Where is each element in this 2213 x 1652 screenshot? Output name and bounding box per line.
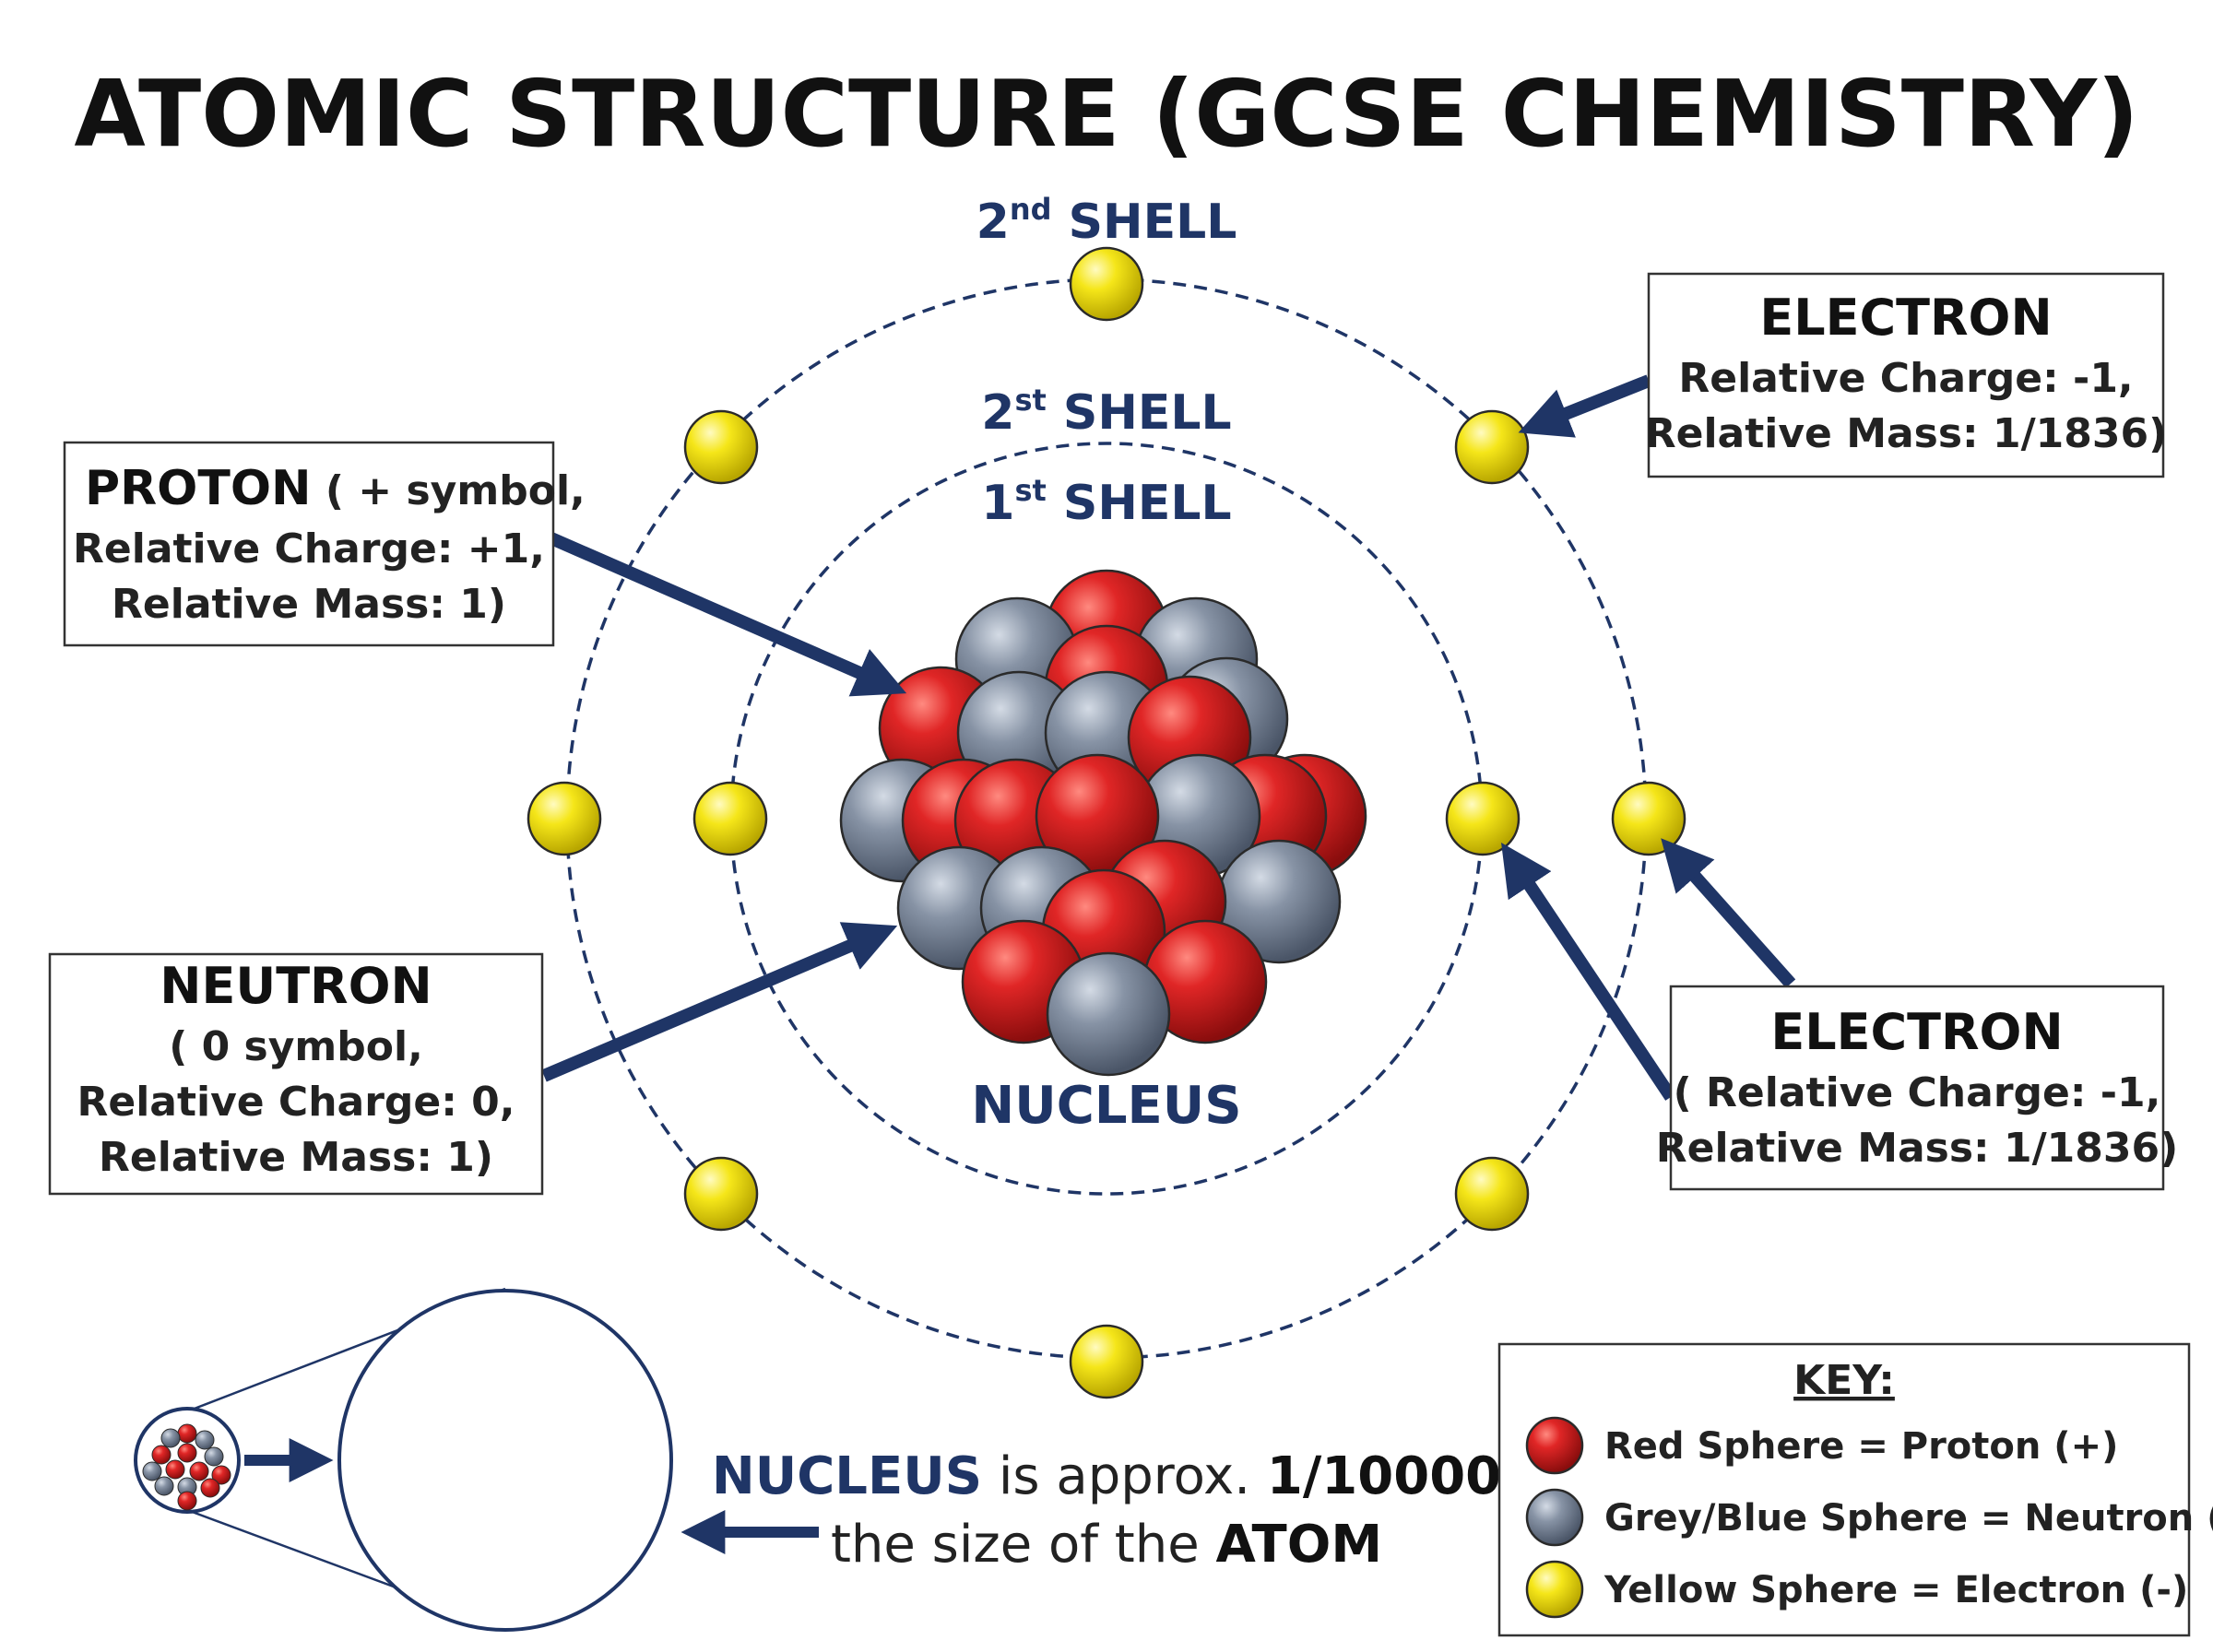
electron-info-box-bottom: ELECTRON ( Relative Charge: -1, Relative… [1656,985,2178,1191]
key-item-label: Yellow Sphere = Electron (-) [1604,1569,2188,1611]
electron-top-charge: Relative Charge: -1, [1678,355,2133,402]
neutron-sphere [1046,951,1171,1077]
mini-neutron-sphere [154,1476,174,1496]
electron-sphere [692,781,768,856]
proton-info-box: PROTON ( + symbol, Relative Charge: +1, … [63,441,586,647]
mini-neutron-sphere [195,1430,215,1450]
page-title: ATOMIC STRUCTURE (GCSE CHEMISTRY) [74,60,2138,168]
neutron-symbol: ( 0 symbol, [169,1023,423,1070]
electron-sphere [1445,781,1521,856]
middle-shell-label: 2st SHELL [981,383,1231,441]
mini-neutron-sphere [160,1428,181,1448]
nucleus [839,569,1367,1077]
proton-mass: Relative Mass: 1) [112,581,506,628]
electron-bottom-arrow-outer [1661,838,1796,988]
neutron-info-box: NEUTRON ( 0 symbol, Relative Charge: 0, … [48,952,544,1196]
scale-caption-line1: NUCLEUS is approx. 1/10000 [712,1446,1501,1506]
key-box: KEY: Red Sphere = Proton (+) Grey/Blue Sp… [1497,1342,2213,1637]
key-swatch [1525,1560,1584,1619]
key-swatch [1525,1488,1584,1547]
small-nucleus [142,1423,231,1511]
electrons [527,246,1686,1399]
electron-info-box-top: ELECTRON Relative Charge: -1, Relative M… [1645,272,2167,478]
atom-size-circle [337,1289,673,1632]
proton-heading-rest: ( + symbol, [312,467,586,514]
electron-sphere [1069,1324,1144,1399]
neutron-charge: Relative Charge: 0, [77,1079,515,1126]
mini-proton-sphere [177,1423,197,1444]
mini-proton-sphere [200,1478,220,1498]
electron-top-heading: ELECTRON [1759,289,2052,347]
proton-heading: PROTON [85,461,312,516]
electron-sphere [1454,1156,1530,1232]
proton-arrow [549,532,907,697]
electron-sphere [527,781,602,856]
electron-sphere [683,1156,759,1232]
neutron-arrow [541,922,898,1082]
electron-bottom-heading: ELECTRON [1770,1003,2063,1061]
electron-top-arrow [1518,374,1651,438]
key-title: KEY: [1793,1357,1895,1404]
electron-sphere [1611,781,1686,856]
key-item-label: Grey/Blue Sphere = Neutron (0) [1604,1497,2213,1540]
electron-top-mass: Relative Mass: 1/1836) [1645,410,2167,457]
neutron-mass: Relative Mass: 1) [99,1134,493,1181]
electron-bottom-mass: Relative Mass: 1/1836) [1656,1125,2178,1172]
mini-proton-sphere [165,1459,185,1480]
mini-proton-sphere [189,1461,209,1481]
svg-text:PROTON ( + symbol,: PROTON ( + symbol, [85,461,586,516]
mini-neutron-sphere [204,1446,224,1467]
electron-sphere [1069,246,1144,322]
scale-caption-line2: the size of the ATOM [831,1515,1382,1575]
key-swatch [1525,1416,1584,1475]
mini-proton-sphere [151,1445,172,1465]
mini-proton-sphere [211,1465,231,1485]
proton-charge: Relative Charge: +1, [73,525,545,572]
neutron-heading: NEUTRON [160,957,432,1015]
mini-proton-sphere [177,1491,197,1511]
mini-neutron-sphere [142,1461,162,1481]
mini-proton-sphere [177,1443,197,1463]
electron-bottom-charge: ( Relative Charge: -1, [1674,1069,2161,1116]
outer-shell-label: 2nd SHELL [976,192,1237,250]
inner-shell-label: 1st SHELL [981,473,1231,531]
scale-comparison: NUCLEUS is approx. 1/10000 the size of t… [134,1287,1501,1632]
electron-sphere [683,409,759,485]
electron-bottom-arrow-inner [1501,843,1676,1101]
key-items: Red Sphere = Proton (+) Grey/Blue Sphere … [1525,1416,2213,1619]
key-item-label: Red Sphere = Proton (+) [1604,1425,2118,1468]
nucleus-label: NUCLEUS [971,1076,1241,1136]
electron-sphere [1454,409,1530,485]
